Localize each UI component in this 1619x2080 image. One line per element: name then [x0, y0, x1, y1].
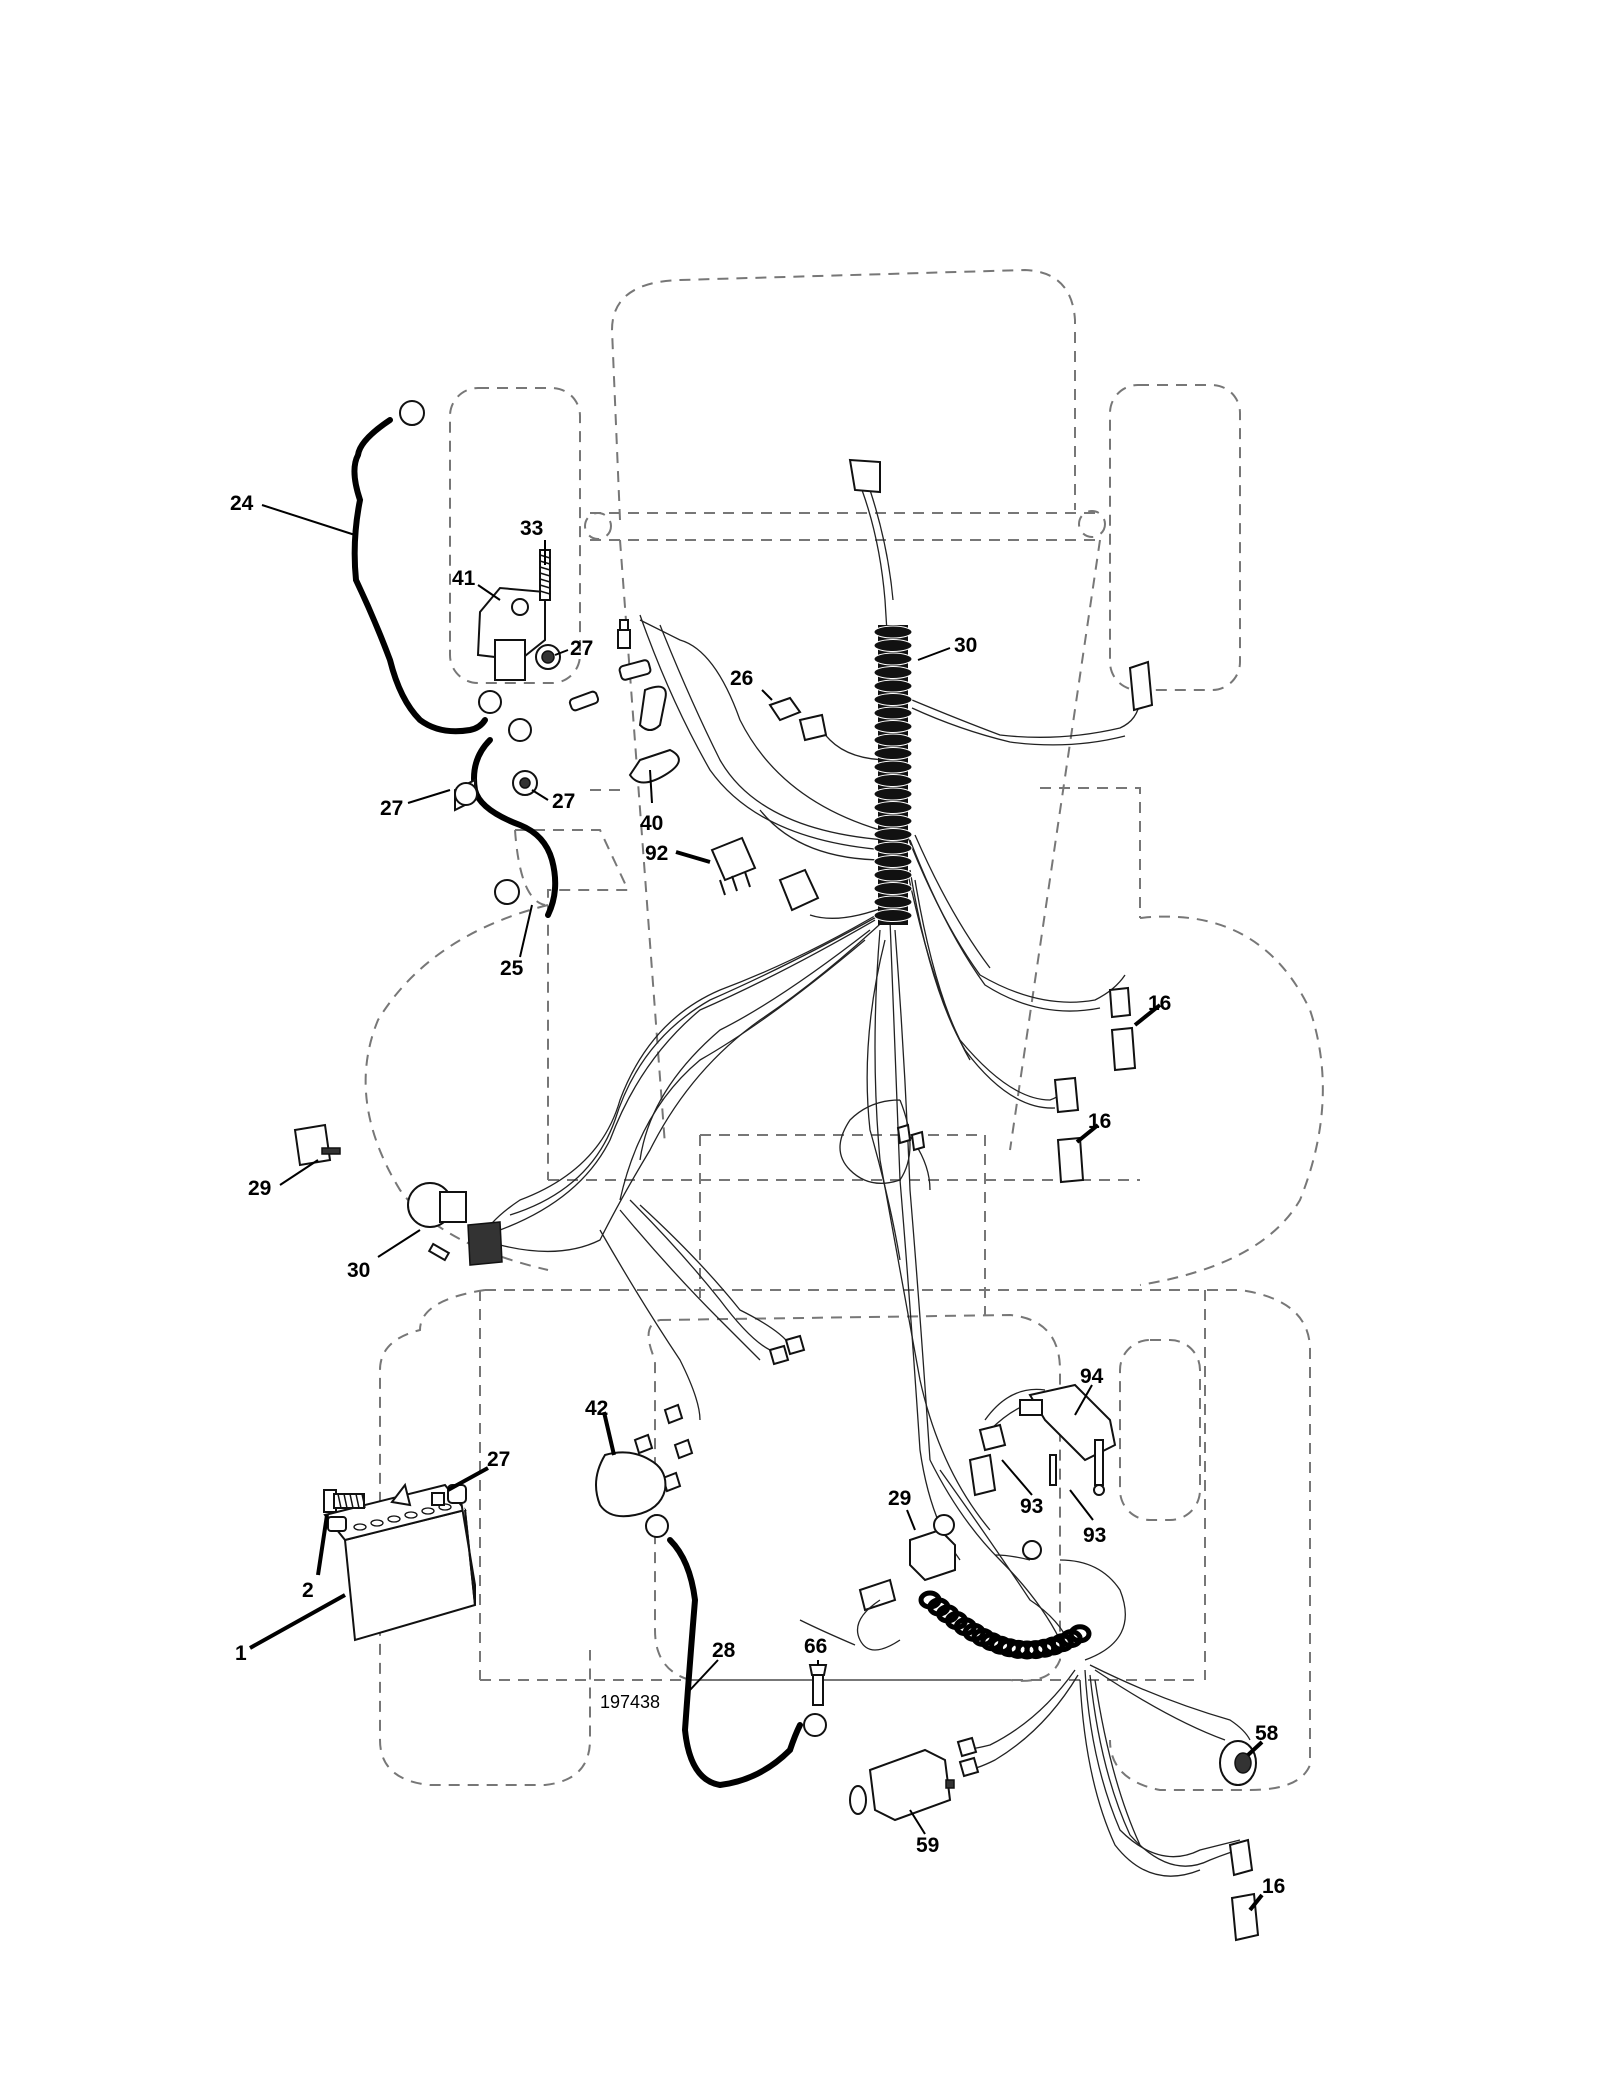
callout-48: 42 — [585, 1397, 608, 1420]
leader-lines — [249, 504, 1264, 1912]
callout-94: 94 — [1080, 1365, 1104, 1388]
callout-81: 92 — [645, 842, 668, 865]
callout-27b: 27 — [380, 797, 403, 820]
callout-2: 2 — [302, 1579, 314, 1602]
ignition-switch — [407, 1182, 503, 1266]
callout-27c: 27 — [552, 790, 575, 813]
battery — [323, 1483, 477, 1642]
coil-wrap — [918, 1590, 1092, 1660]
regulator-94 — [968, 1383, 1117, 1497]
callout-1: 1 — [235, 1642, 247, 1665]
callout-59: 59 — [916, 1834, 939, 1857]
callout-93: 93 — [1083, 1524, 1106, 1547]
starter-solenoid — [454, 549, 561, 812]
callout-41: 33 — [520, 517, 543, 540]
coil-connector — [856, 1578, 901, 1651]
callout-26: 26 — [730, 667, 753, 690]
callout-24: 24 — [230, 492, 254, 515]
callout-58: 58 — [1255, 1722, 1279, 1745]
callout-33: 29 — [248, 1177, 271, 1200]
callout-27d: 27 — [487, 1448, 510, 1471]
callout-16a: 16 — [1148, 992, 1171, 1015]
cable-eyelets — [399, 400, 1042, 1737]
callout-42: 40 — [640, 812, 663, 835]
electronic-module-59 — [849, 1748, 955, 1822]
ignition-key — [293, 1123, 341, 1167]
callout-40: 30 — [954, 634, 977, 657]
terminals — [568, 619, 680, 784]
harness-wires — [479, 489, 1251, 1877]
connectors — [633, 458, 1260, 1942]
callout-28: 28 — [712, 1639, 736, 1662]
pto-wiring-48 — [595, 1451, 667, 1518]
callout-29: 29 — [888, 1487, 911, 1510]
screw-66 — [808, 1664, 828, 1706]
reference-number: 197438 — [600, 1692, 660, 1712]
pto-switch-29 — [909, 1514, 956, 1582]
callout-43: 41 — [452, 567, 476, 590]
callout-66: 66 — [804, 1635, 827, 1658]
battery-hardware — [323, 1482, 445, 1513]
callout-16b: 16 — [1088, 1110, 1111, 1133]
battery-cables — [351, 417, 803, 1789]
callout-27a: 27 — [570, 637, 593, 660]
headlight-58 — [1219, 1740, 1257, 1786]
callout-92: 93 — [1020, 1495, 1043, 1518]
callout-30: 30 — [347, 1259, 370, 1282]
tractor-outline — [364, 268, 1324, 1791]
callout-16c: 16 — [1262, 1875, 1285, 1898]
callout-25: 25 — [500, 957, 524, 980]
callout-labels: 24 33 41 27 27 27 25 26 30 40 92 16 16 2… — [230, 492, 1285, 1898]
harness-loom — [873, 625, 913, 925]
